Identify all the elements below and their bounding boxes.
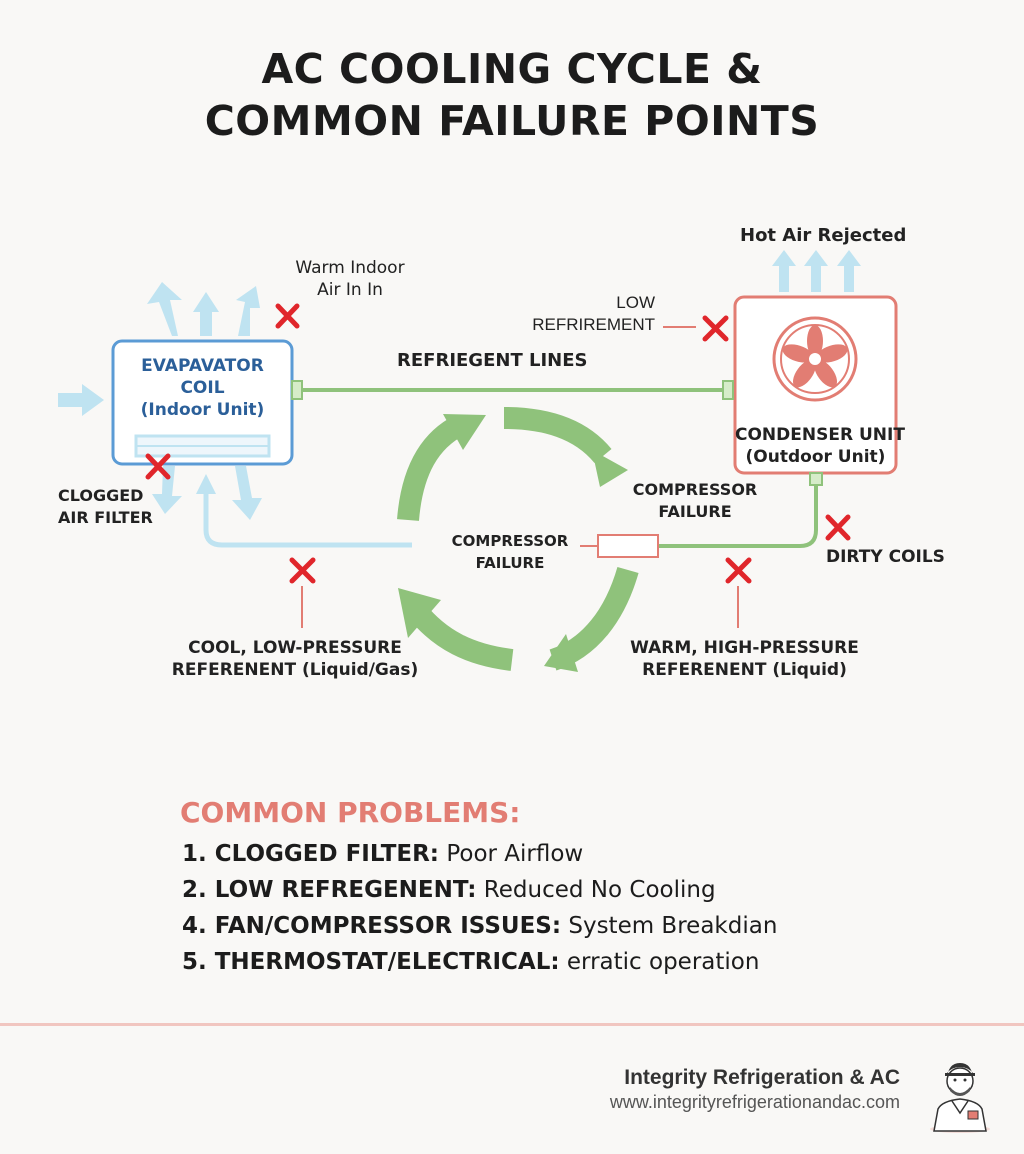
problem-item-title: 4. FAN/COMPRESSOR ISSUES: <box>182 913 562 939</box>
problem-item-title: 1. CLOGGED FILTER: <box>182 841 440 867</box>
low-refrigerant-line2: REFRIREMENT <box>532 315 655 334</box>
company-name: Integrity Refrigeration & AC <box>624 1066 900 1089</box>
evaporator-label-line2: COIL <box>180 378 225 398</box>
compressor-symbol <box>580 534 659 558</box>
compressor-failure-right-label: COMPRESSOR FAILURE <box>625 479 765 523</box>
failure-x-icon <box>289 557 316 584</box>
problem-item-text: Reduced No Cooling <box>476 877 716 903</box>
leader-lines <box>301 326 739 628</box>
compressor-failure-center-label: COMPRESSOR FAILURE <box>444 530 576 574</box>
fan-icon <box>772 316 858 402</box>
title-line-2: COMMON FAILURE POINTS <box>204 97 820 145</box>
hot-air-arrows <box>772 250 861 292</box>
low-refrigerant-label: LOW REFRIREMENT <box>500 292 655 336</box>
failure-x-icon <box>275 303 300 329</box>
common-problems-heading: COMMON PROBLEMS: <box>180 796 521 829</box>
problem-item-title: 5. THERMOSTAT/ELECTRICAL: <box>182 949 560 975</box>
clogged-air-filter-line2: AIR FILTER <box>58 508 153 527</box>
refrigerant-line-bottom-left <box>196 474 412 548</box>
cool-low-pressure-line1: COOL, LOW-PRESSURE <box>188 638 402 658</box>
compressor-failure-center-line2: FAILURE <box>475 554 545 572</box>
warm-indoor-air-label: Warm Indoor Air In In <box>285 257 415 301</box>
footer-divider <box>0 1023 1024 1026</box>
problem-item: 5. THERMOSTAT/ELECTRICAL: erratic operat… <box>182 949 759 975</box>
compressor-failure-right-line1: COMPRESSOR <box>632 480 758 499</box>
dirty-coils-label: DIRTY COILS <box>826 547 945 567</box>
warm-high-pressure-label: WARM, HIGH-PRESSURE REFERENENT (Liquid) <box>622 637 867 681</box>
air-in-arrow <box>58 384 104 416</box>
condenser-label-line1: CONDENSER UNIT <box>735 425 905 445</box>
condenser-label: CONDENSER UNIT (Outdoor Unit) <box>735 424 905 468</box>
warm-indoor-air-line1: Warm Indoor <box>295 258 405 278</box>
refrigerant-lines-label: REFRIEGENT LINES <box>397 350 588 371</box>
company-url[interactable]: www.integrityrefrigerationandac.com <box>609 1092 900 1112</box>
company-branding: Integrity Refrigeration & AC www.integri… <box>610 1066 900 1113</box>
problem-item-text: erratic operation <box>559 949 760 975</box>
compressor-failure-center-line1: COMPRESSOR <box>451 532 569 550</box>
warm-high-pressure-line1: WARM, HIGH-PRESSURE <box>630 638 859 658</box>
hot-air-rejected-label: Hot Air Rejected <box>740 225 907 246</box>
failure-x-markers <box>145 303 851 584</box>
problem-item: 4. FAN/COMPRESSOR ISSUES: System Breakdi… <box>182 913 777 939</box>
cool-air-out-arrows <box>147 282 260 336</box>
problem-item-title: 2. LOW REFREGENENT: <box>182 877 477 903</box>
refrigerant-line-bottom-right <box>659 472 823 548</box>
clogged-air-filter-line1: CLOGGED <box>58 486 144 505</box>
warm-high-pressure-line2: REFERENENT (Liquid) <box>642 660 847 680</box>
failure-x-icon <box>825 514 851 541</box>
warm-indoor-air-line2: Air In In <box>317 280 383 300</box>
condenser-label-line2: (Outdoor Unit) <box>745 447 886 467</box>
cool-low-pressure-line2: REFERENENT (Liquid/Gas) <box>171 660 419 680</box>
failure-x-icon <box>145 453 171 480</box>
technician-avatar <box>930 1063 990 1133</box>
cool-low-pressure-label: COOL, LOW-PRESSURE REFERENENT (Liquid/Ga… <box>165 637 425 681</box>
failure-x-icon <box>702 315 729 342</box>
cycle-arrowheads <box>398 414 628 672</box>
evaporator-coil-box <box>111 339 294 466</box>
problem-item-text: Poor Airflow <box>439 841 584 867</box>
cooling-cycle-diagram <box>58 250 898 672</box>
evaporator-label-line1: EVAPAVATOR <box>141 356 264 376</box>
evaporator-label-line3: (Indoor Unit) <box>140 400 265 420</box>
low-refrigerant-line1: LOW <box>616 293 655 312</box>
failure-x-icon <box>725 557 752 584</box>
evaporator-label: EVAPAVATOR COIL (Indoor Unit) <box>113 355 292 421</box>
refrigerant-line-top <box>291 380 734 400</box>
clogged-air-filter-label: CLOGGED AIR FILTER <box>58 485 153 529</box>
compressor-failure-right-line2: FAILURE <box>658 502 732 521</box>
problem-item: 2. LOW REFREGENENT: Reduced No Cooling <box>182 877 716 903</box>
title-line-1: AC COOLING CYCLE & <box>261 45 763 93</box>
filter-air-arrows <box>152 466 262 520</box>
problem-item-text: System Breakdian <box>561 913 778 939</box>
problem-item: 1. CLOGGED FILTER: Poor Airflow <box>182 841 583 867</box>
